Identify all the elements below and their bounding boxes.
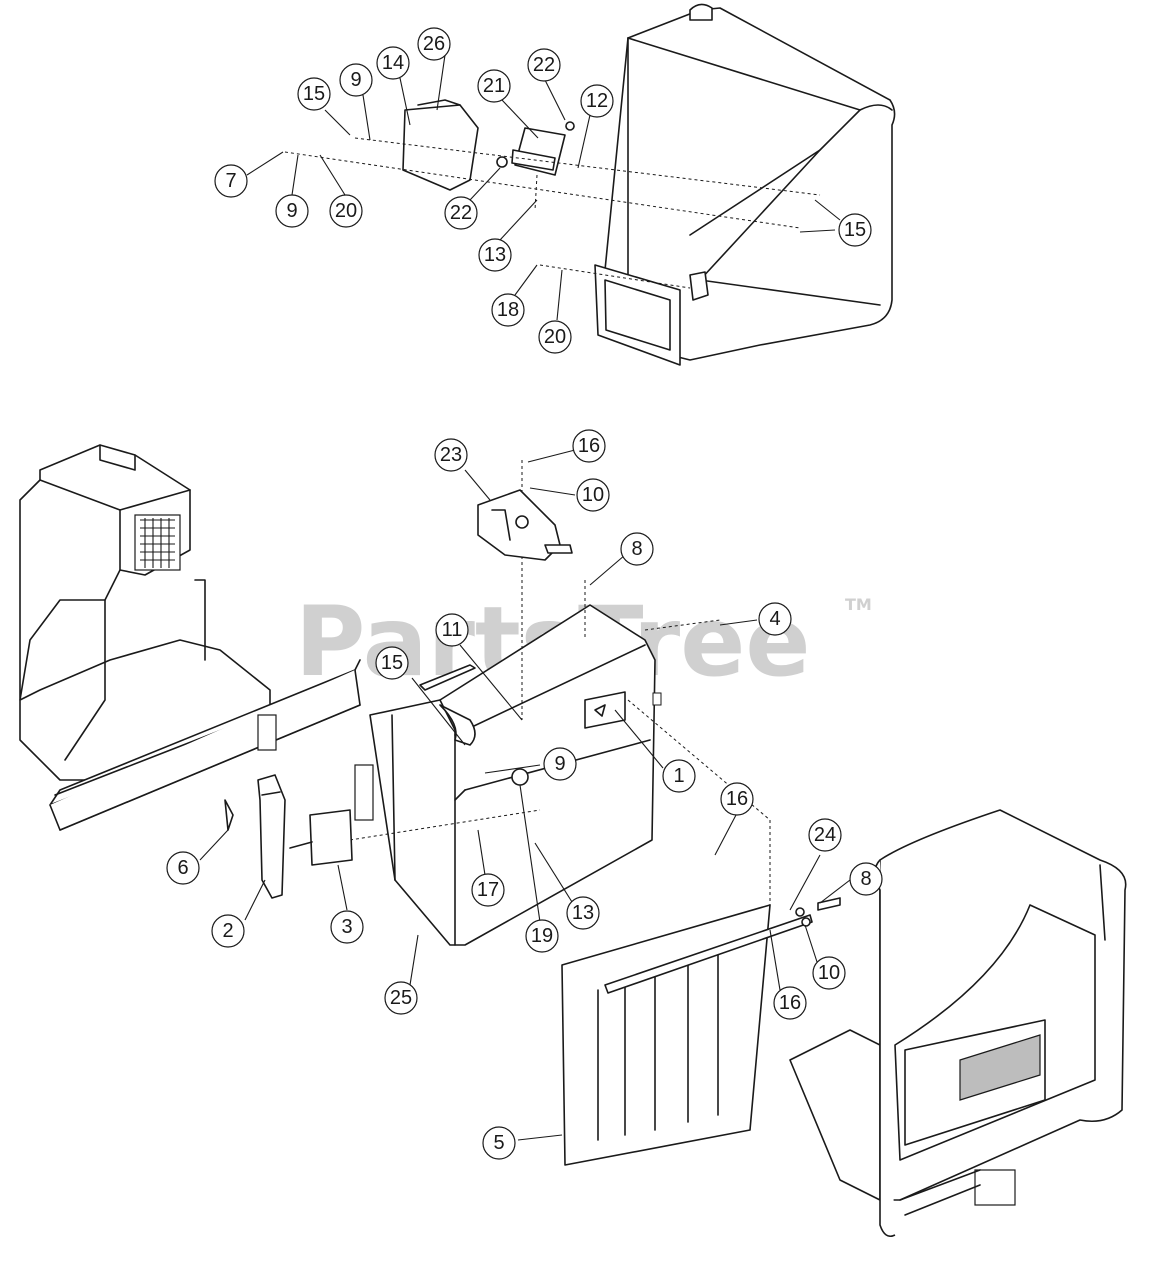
svg-text:5: 5 — [493, 1132, 504, 1154]
callout-8[interactable]: 8 — [849, 862, 883, 896]
svg-text:20: 20 — [544, 326, 566, 348]
svg-text:10: 10 — [582, 484, 604, 506]
callout-12[interactable]: 12 — [580, 84, 614, 118]
svg-text:4: 4 — [769, 608, 780, 630]
svg-text:10: 10 — [818, 962, 840, 984]
svg-text:8: 8 — [860, 868, 871, 890]
svg-text:17: 17 — [477, 879, 499, 901]
svg-text:1: 1 — [673, 765, 684, 787]
callout-15[interactable]: 15 — [297, 77, 331, 111]
svg-text:26: 26 — [423, 33, 445, 55]
callout-17[interactable]: 17 — [471, 873, 505, 907]
svg-text:16: 16 — [578, 435, 600, 457]
callout-8[interactable]: 8 — [620, 532, 654, 566]
svg-text:18: 18 — [497, 299, 519, 321]
callout-16[interactable]: 16 — [773, 986, 807, 1020]
callout-9[interactable]: 9 — [339, 63, 373, 97]
svg-text:9: 9 — [286, 200, 297, 222]
callout-15[interactable]: 15 — [375, 646, 409, 680]
svg-text:15: 15 — [844, 219, 866, 241]
callout-7[interactable]: 7 — [214, 164, 248, 198]
callout-20[interactable]: 20 — [538, 320, 572, 354]
callout-6[interactable]: 6 — [166, 851, 200, 885]
svg-text:15: 15 — [303, 83, 325, 105]
callout-2[interactable]: 2 — [211, 914, 245, 948]
callout-20[interactable]: 20 — [329, 194, 363, 228]
frame-chassis — [19, 444, 361, 831]
callout-19[interactable]: 19 — [525, 919, 559, 953]
svg-text:3: 3 — [341, 916, 352, 938]
svg-text:22: 22 — [450, 202, 472, 224]
callout-9[interactable]: 9 — [543, 747, 577, 781]
callout-9[interactable]: 9 — [275, 194, 309, 228]
svg-text:13: 13 — [572, 902, 594, 924]
svg-text:13: 13 — [484, 244, 506, 266]
callout-10[interactable]: 10 — [576, 478, 610, 512]
svg-text:9: 9 — [554, 753, 565, 775]
callout-13[interactable]: 13 — [566, 896, 600, 930]
svg-text:11: 11 — [442, 619, 463, 641]
callout-11[interactable]: 11 — [435, 613, 469, 647]
handle-parts — [224, 774, 353, 899]
collector-frame — [789, 809, 1127, 1238]
svg-text:9: 9 — [350, 69, 361, 91]
callout-10[interactable]: 10 — [812, 956, 846, 990]
svg-text:23: 23 — [440, 444, 462, 466]
svg-text:20: 20 — [335, 200, 357, 222]
svg-text:22: 22 — [533, 54, 555, 76]
top-hopper-assembly — [284, 3, 896, 366]
svg-text:16: 16 — [726, 788, 748, 810]
callout-1[interactable]: 1 — [662, 759, 696, 793]
svg-text:24: 24 — [814, 824, 836, 846]
callout-18[interactable]: 18 — [491, 293, 525, 327]
svg-text:6: 6 — [177, 857, 188, 879]
svg-text:21: 21 — [483, 75, 505, 97]
callout-5[interactable]: 5 — [482, 1126, 516, 1160]
callout-25[interactable]: 25 — [384, 981, 418, 1015]
svg-text:15: 15 — [381, 652, 403, 674]
callout-24[interactable]: 24 — [808, 818, 842, 852]
svg-text:7: 7 — [225, 170, 236, 192]
callout-22[interactable]: 22 — [527, 48, 561, 82]
leader-lines — [199, 54, 851, 1141]
callout-14[interactable]: 14 — [376, 46, 410, 80]
svg-text:8: 8 — [631, 538, 642, 560]
callout-13[interactable]: 13 — [478, 238, 512, 272]
cover-panel — [561, 897, 841, 1166]
callout-15[interactable]: 15 — [838, 213, 872, 247]
svg-text:25: 25 — [390, 987, 412, 1009]
svg-text:2: 2 — [222, 920, 233, 942]
bin-body — [349, 460, 771, 946]
callout-3[interactable]: 3 — [330, 910, 364, 944]
callout-22[interactable]: 22 — [444, 196, 478, 230]
callout-16[interactable]: 16 — [572, 429, 606, 463]
callout-4[interactable]: 4 — [758, 602, 792, 636]
svg-text:19: 19 — [531, 925, 553, 947]
callout-21[interactable]: 21 — [477, 69, 511, 103]
callout-26[interactable]: 26 — [417, 27, 451, 61]
svg-text:14: 14 — [382, 52, 404, 74]
callout-16[interactable]: 16 — [720, 782, 754, 816]
svg-text:12: 12 — [586, 90, 608, 112]
svg-text:16: 16 — [779, 992, 801, 1014]
callout-23[interactable]: 23 — [434, 438, 468, 472]
watermark-tm: TM — [845, 595, 872, 614]
latch-bracket — [477, 489, 573, 561]
